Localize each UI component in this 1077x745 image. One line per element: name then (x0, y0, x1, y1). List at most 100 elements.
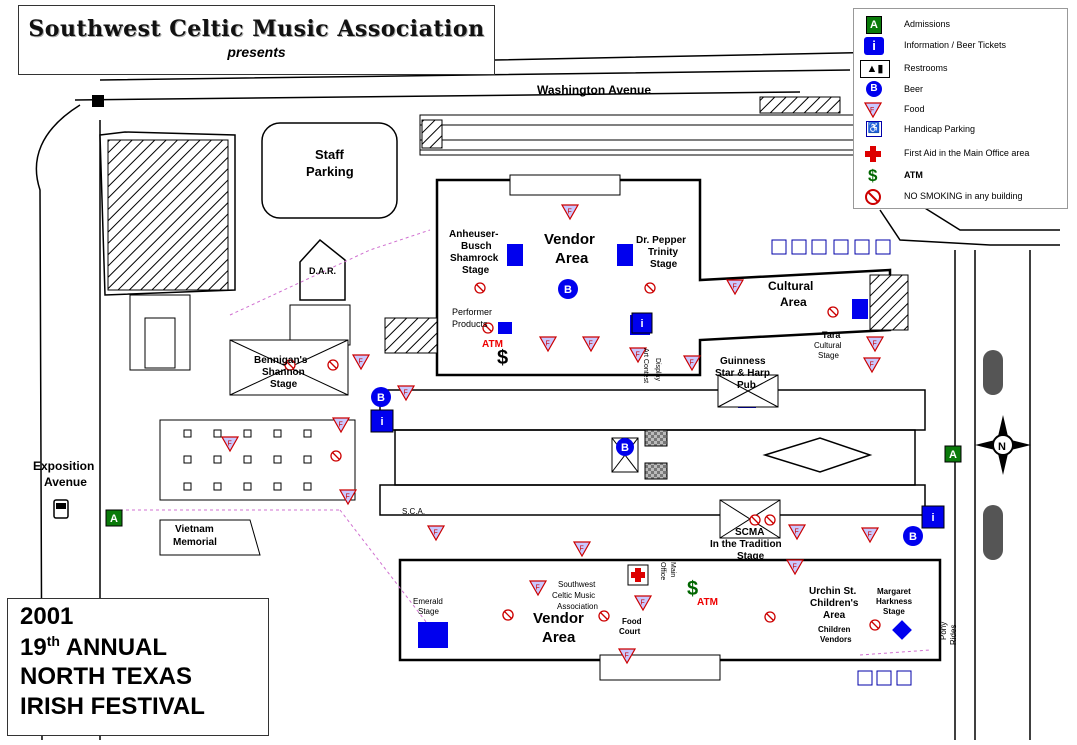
title-north-texas: NORTH TEXAS (20, 663, 193, 690)
legend-label: Beer (904, 84, 924, 94)
performer-label: Performer (452, 307, 493, 317)
no-smoking-icon (749, 514, 761, 526)
no-smoking-icon (764, 514, 776, 526)
tara-stage (852, 299, 868, 319)
dar-building (289, 238, 351, 346)
pepper-label-3: Stage (650, 259, 678, 270)
no-smoking-icon (598, 610, 610, 622)
beer-icon: B (371, 387, 391, 407)
festival-boundary (108, 229, 931, 656)
header-box: Southwest Celtic Music Association prese… (18, 5, 495, 75)
emerald-stage (418, 622, 448, 648)
emerald-label-2: Stage (418, 607, 439, 616)
food-icon: F (787, 524, 807, 541)
handicap-parking-icon: ♿ (866, 121, 882, 137)
handicap-parking-row-bottom (857, 670, 912, 686)
vietnam-label-1: Vietnam (175, 524, 214, 535)
vendor-top-label: Vendor (544, 231, 595, 248)
svg-text:F: F (589, 341, 593, 348)
main-office-label-2: Office (659, 562, 666, 581)
no-smoking-icon (474, 282, 486, 294)
legend-row-beer: B Beer (854, 81, 1067, 101)
dr-pepper-stage (617, 244, 633, 266)
svg-text:F: F (795, 529, 799, 536)
svg-text:F: F (636, 352, 640, 359)
dar-label: D.A.R. (309, 266, 336, 276)
no-smoking-icon (764, 611, 776, 623)
beer-icon: B (616, 438, 634, 456)
svg-text:F: F (339, 422, 343, 429)
cultural-area-label: Cultural (768, 279, 814, 293)
no-smoking-icon (644, 282, 656, 294)
information-icon: i (631, 312, 653, 334)
no-smoking-icon (865, 189, 881, 205)
anheuser-label-4: Stage (462, 265, 490, 276)
legend-row-info: i Information / Beer Tickets (854, 37, 1067, 57)
pony-label-2: Rides (949, 624, 958, 645)
legend-row-atm: $ ATM (854, 166, 1067, 187)
pony-label-1: Pony (939, 621, 948, 640)
food-icon: F (581, 336, 601, 353)
food-icon: F (338, 489, 358, 506)
margaret-label-3: Stage (883, 607, 905, 616)
food-icon: F (396, 385, 416, 402)
food-icon: F (682, 355, 702, 372)
street-washington: Washington Avenue (537, 83, 651, 97)
svg-text:F: F (793, 564, 797, 571)
guinness-label-2: Star & Harp (715, 368, 771, 379)
vendor-bottom-label: Vendor (533, 610, 584, 627)
svg-text:i: i (640, 318, 643, 330)
vietnam-memorial (159, 519, 261, 556)
legend-row-no-smoking: NO SMOKING in any building (854, 188, 1067, 208)
svg-text:F: F (536, 585, 540, 592)
staff-parking-lot (261, 122, 398, 219)
bennigans-label-2: Shannon (262, 367, 305, 378)
svg-text:F: F (641, 600, 645, 607)
performer-products-booth (498, 322, 512, 334)
scma-label-1: SCMA (735, 527, 765, 538)
svg-text:F: F (359, 359, 363, 366)
legend-label: Handicap Parking (904, 124, 976, 134)
stage-boxes (229, 339, 781, 539)
food-icon: F (538, 336, 558, 353)
admissions-icon: A (944, 445, 962, 463)
parking-grid (159, 419, 356, 501)
products-label: Products (452, 319, 488, 329)
legend-label: Information / Beer Tickets (904, 40, 1007, 50)
food-icon: F (560, 204, 580, 221)
legend-label: Food (904, 104, 925, 114)
bottom-main-hall (398, 558, 942, 681)
title-annual: 19th ANNUAL (20, 633, 168, 661)
no-smoking-icon (330, 450, 342, 462)
fountain-2 (644, 462, 668, 480)
anheuser-label-3: Shamrock (450, 253, 499, 264)
hall-of-state-left (99, 131, 236, 371)
food-icon: F (864, 102, 882, 119)
svg-text:F: F (580, 546, 584, 553)
margaret-label-1: Margaret (877, 587, 911, 596)
food-court-label-2: Court (619, 627, 641, 636)
bennigans-label-1: Bennigan's (254, 355, 308, 366)
legend-label: First Aid in the Main Office area (904, 148, 1030, 158)
legend-label: Restrooms (904, 63, 948, 73)
road-island-1 (983, 350, 1003, 395)
svg-text:F: F (868, 532, 872, 539)
food-icon: F (725, 279, 745, 296)
staff-parking-label-2: Parking (306, 164, 354, 179)
food-icon: F (528, 580, 548, 597)
title-irish-festival: IRISH FESTIVAL (20, 693, 205, 720)
svg-text:A: A (949, 449, 957, 461)
art-contest-label-2: Display (654, 358, 661, 381)
svg-text:A: A (110, 513, 118, 525)
atm-top-dollar: $ (497, 347, 509, 369)
sca-label: S.C.A. (402, 507, 426, 516)
urchin-label-2: Children's (810, 598, 859, 609)
no-smoking-icon (502, 609, 514, 621)
no-smoking-icon (284, 359, 296, 371)
urchin-label-1: Urchin St. (809, 586, 857, 597)
svg-text:F: F (228, 441, 232, 448)
svg-text:F: F (346, 494, 350, 501)
vendor-bottom-label-2: Area (542, 629, 576, 646)
anheuser-label-2: Busch (461, 241, 492, 252)
